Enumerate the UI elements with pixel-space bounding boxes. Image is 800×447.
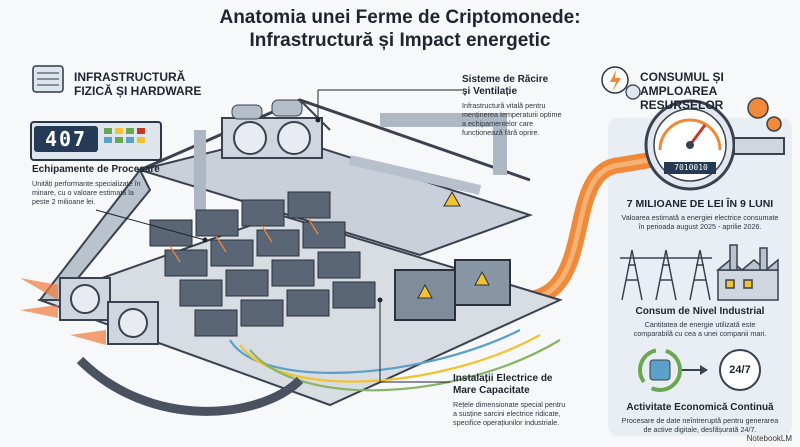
processing-body-line: peste 2 milioane lei. [32, 197, 96, 206]
processing-body-line: minare, cu o valoare estimată la [32, 188, 134, 197]
server-rack-grid [149, 191, 376, 337]
processing-title: Echipamente de Procesare [32, 164, 160, 175]
left-section-title-line1: INFRASTRUCTURĂ [74, 70, 186, 84]
cooling-body-line: funcționează fără oprire. [462, 128, 540, 137]
cycle-arrows-icon [638, 348, 708, 392]
cost-title: 7 MILIOANE DE LEI ÎN 9 LUNI [626, 198, 774, 210]
continuous-title: Activitate Economică Continuă [626, 402, 774, 413]
cost-body-line: Valoarea estimată a energiei electrice c… [621, 213, 779, 222]
industrial-body-line: Cantitatea de energie utilizată este [644, 320, 756, 329]
page-title-line1: Anatomia unei Ferme de Criptomonede: [219, 7, 581, 28]
meter-readout: 7010010 [674, 163, 708, 172]
electrical-body-line: specifice operațiunilor industriale. [453, 418, 560, 427]
callout-lines [95, 89, 462, 383]
cost-block: 7 MILIOANE DE LEI ÎN 9 LUNI Valoarea est… [608, 198, 792, 231]
cooling-title: Sisteme de Răcire și Ventilație [462, 74, 592, 98]
badge-24-7: 24/7 [729, 364, 751, 376]
cooling-body-line: Infrastructură vitală pentru [462, 101, 546, 110]
electrical-title-line1: Instalații Electrice de [453, 373, 553, 384]
conduit-pipe [76, 356, 304, 416]
factory-icon [715, 244, 779, 301]
rooftop-fan-unit [221, 99, 323, 159]
electrical-body-line: Rețele dimensionate special pentru [453, 400, 566, 409]
cooling-body-line: a echipamentelor care [462, 119, 534, 128]
cooling-title-line1: Sisteme de Răcire [462, 74, 549, 85]
industrial-title: Consum de Nivel Industrial [635, 306, 765, 317]
ground-cables [229, 329, 561, 392]
cooling-body-line: menținerea temperaturii optime [462, 110, 562, 119]
cost-body-line: în perioada august 2025 - aprilie 2026. [638, 222, 762, 231]
heat-exhaust-flames [20, 278, 106, 345]
cooling-callout: Sisteme de Răcire și Ventilație Infrastr… [462, 74, 592, 137]
power-pylon-icon [620, 249, 712, 301]
industrial-body-line: comparabilă cu cea a unei companii mari. [633, 329, 767, 338]
energy-meter-gauge [644, 99, 785, 191]
processing-callout: Echipamente de Procesare Unități perform… [32, 164, 172, 206]
warning-sign-icon [443, 190, 461, 207]
left-section-title-line2: FIZICĂ ȘI HARDWARE [74, 84, 202, 98]
counter-display: 407 [34, 126, 98, 152]
transformer-unit [394, 259, 511, 321]
continuous-body-line: de active digitale, desfășurată 24/7. [643, 425, 757, 434]
electrical-body-line: a susține sarcini electrice ridicate, [453, 409, 561, 418]
page-title: Anatomia unei Ferme de Criptomonede: Inf… [0, 6, 800, 52]
brand-watermark: NotebookLM [746, 434, 792, 443]
right-section-title: CONSUMUL ȘI AMPLOAREA RESURSELOR [640, 70, 790, 112]
external-cooling-unit [59, 277, 159, 345]
cooling-title-line2: și Ventilație [462, 86, 518, 97]
continuous-block: Activitate Economică Continuă Procesare … [608, 402, 792, 434]
right-section-title-line1: CONSUMUL ȘI [640, 70, 724, 84]
energy-gear-icon [601, 66, 641, 100]
electrical-title-line2: Mare Capacitate [453, 385, 530, 396]
right-section-title-line2: AMPLOAREA RESURSELOR [640, 84, 724, 112]
server-rack-icon [32, 65, 64, 93]
page-title-line2: Infrastructură și Impact energetic [249, 30, 551, 51]
continuous-body-line: Procesare de date neîntreruptă pentru ge… [621, 416, 779, 425]
server-rack-cables [169, 217, 319, 263]
clock-icon [719, 349, 761, 391]
gear-icon [747, 97, 782, 132]
electrical-callout: Instalații Electrice de Mare Capacitate … [453, 373, 603, 427]
processing-body-line: Unități performante specializate în [32, 179, 141, 188]
left-section-title: INFRASTRUCTURĂ FIZICĂ ȘI HARDWARE [74, 70, 214, 98]
indicator-lights [104, 128, 152, 150]
industrial-block: Consum de Nivel Industrial Cantitatea de… [608, 306, 792, 338]
electrical-title: Instalații Electrice de Mare Capacitate [453, 373, 603, 397]
